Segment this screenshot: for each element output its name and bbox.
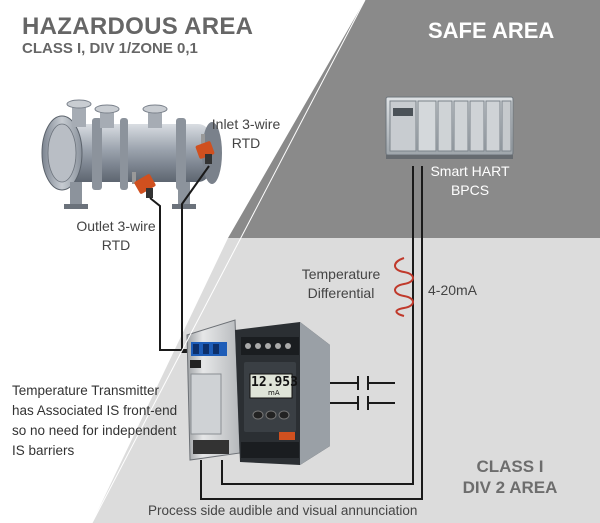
area-divider <box>91 0 366 523</box>
temperature-differential-label-line1: Temperature <box>301 266 381 282</box>
transmitter-note-line4: IS barriers <box>12 443 75 458</box>
outlet-rtd-label-line1: Outlet 3-wire <box>76 218 156 234</box>
bpcs-plc <box>385 96 514 159</box>
signal-label: 4-20mA <box>428 282 478 298</box>
class-i-div2-label: CLASS I DIV 2 AREA <box>450 456 570 498</box>
display-unit: mA <box>268 389 280 397</box>
display-reading: 12.953 <box>251 375 298 390</box>
alarm-trip-unit <box>235 322 330 465</box>
outlet-rtd-label: Outlet 3-wire RTD <box>71 217 161 255</box>
inlet-rtd-label: Inlet 3-wire RTD <box>206 115 286 153</box>
contact-wiring <box>330 376 395 410</box>
temperature-transmitter <box>186 319 241 461</box>
hazardous-area-subtitle: CLASS I, DIV 1/ZONE 0,1 <box>22 40 198 57</box>
bpcs-label: Smart HART BPCS <box>425 162 515 200</box>
temperature-differential-label: Temperature Differential <box>296 265 386 303</box>
inlet-rtd-label-line1: Inlet 3-wire <box>211 116 281 132</box>
temperature-differential-coil <box>394 257 414 317</box>
safe-area-title: SAFE AREA <box>428 18 555 43</box>
heat-exchanger <box>41 99 222 209</box>
transmitter-note: Temperature Transmitter has Associated I… <box>12 381 177 461</box>
class-i-line2: DIV 2 AREA <box>462 478 558 497</box>
temperature-differential-label-line2: Differential <box>307 285 375 301</box>
hazardous-area-title: HAZARDOUS AREA <box>22 13 254 40</box>
class-i-line1: CLASS I <box>476 457 544 476</box>
inlet-rtd <box>195 134 215 164</box>
outlet-rtd-label-line2: RTD <box>101 237 131 253</box>
bpcs-label-line2: BPCS <box>450 182 490 198</box>
outlet-rtd <box>132 172 156 198</box>
bpcs-label-line1: Smart HART <box>430 163 510 179</box>
inlet-rtd-label-line2: RTD <box>231 135 261 151</box>
annunciation-label: Process side audible and visual annuncia… <box>148 503 418 518</box>
transmitter-note-line1: Temperature Transmitter <box>12 383 160 398</box>
transmitter-note-line3: so no need for independent <box>12 423 177 438</box>
transmitter-note-line2: has Associated IS front-end <box>12 403 178 418</box>
